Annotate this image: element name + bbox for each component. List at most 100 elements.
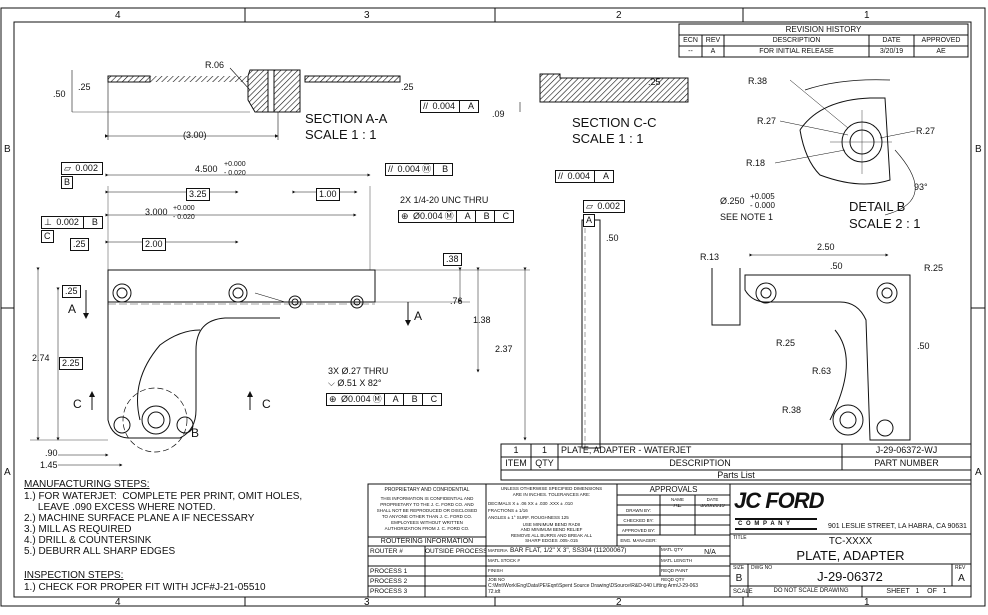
section-c-marker-left: C [73,397,82,411]
detail-b-r27-left: R.27 [757,116,777,126]
dim-100-box: 1.00 [316,185,340,201]
section-aa-title: SECTION A-A [305,111,388,126]
tolerance-line-7: AND MINIMUM BEND RELIEF [520,527,583,532]
finish-label: FINISH [488,568,503,573]
dim-3000: 3.000 [145,207,168,217]
zone-row-b-right: B [975,144,982,155]
right-dim-250: 2.50 [817,242,835,252]
dim-90: .90 [45,448,58,458]
drawn-by-date: 3/20/2019 [700,504,725,509]
rev-approved: AE [936,48,946,55]
holes-note: 3X Ø.27 THRU [328,366,389,376]
parts-number-value: J-29-06372-WJ [875,445,938,455]
company-logo-sub: C O M P A N Y [738,521,792,527]
flatness-fcf: ▱ 0.002 [61,159,103,175]
dim-25: .25 [70,238,89,251]
parts-list-caption: Parts List [717,470,755,480]
detail-b-tol-dn: - 0.000 [750,201,775,210]
right-dim-50b: .50 [917,341,930,351]
outside-process-label: OUTSIDE PROCESS [425,548,486,555]
matl-qty-label: MATL QTY [661,547,684,552]
section-aa-length: (3.00) [183,130,207,140]
proprietary-line-5: EMPLOYEES WITHOUT WRITTEN [391,520,463,525]
position-b-datum: B [442,164,449,174]
rev-header-description: DESCRIPTION [772,37,821,44]
company-logo: JC FORD [734,488,825,513]
dim-200-box: 2.00 [142,235,166,251]
detail-b-tol-up: +0.005 [750,192,775,201]
right-r38: R.38 [782,405,802,415]
detail-b-r18: R.18 [746,158,766,168]
material-label: MATERIAL [488,548,508,553]
thread-note: 2X 1/4-20 UNC THRU [400,195,489,205]
revision-history-title: REVISION HISTORY [785,25,862,34]
sheet-number: SHEET 1 OF 1 [886,588,947,595]
title-line-2: PLATE, ADAPTER [796,548,905,563]
company-address: 901 LESLIE STREET, LA HABRA, CA 90631 [828,523,967,530]
reqd-qty-label: REQD QTY [661,577,685,582]
section-aa-step-right: .25 [401,82,414,92]
csk-note: ⌵ Ø.51 X 82° [328,378,382,388]
section-cc-scale: SCALE 1 : 1 [572,131,644,146]
section-aa-radius: R.06 [205,60,225,70]
zone-row-a-left: A [4,467,11,478]
zone-col-1-top: 1 [864,10,870,21]
matl-qty-value: N/A [704,549,716,556]
zone-col-3-top: 3 [364,10,370,21]
datum-c-text: C [41,230,54,243]
approvals-title: APPROVALS [649,485,698,494]
dim-25-box: .25 [70,235,89,251]
dim-4500-tol-up: +0.000 [224,161,246,168]
rev-date: 3/20/19 [879,48,904,55]
dim-4500-tol-dn: - 0.020 [224,170,246,177]
rev-letter: A [710,48,716,55]
zone-row-b-left: B [4,144,11,155]
perpendicularity-value: 0.002 [56,217,79,227]
right-r63: R.63 [812,366,832,376]
section-cc-title: SECTION C-C [572,115,657,130]
manufacturing-step-5: 5.) DEBURR ALL SHARP EDGES [24,546,176,557]
router-label: ROUTER # [370,548,403,555]
thread-fcf-datum-b: B [483,211,490,221]
detail-b-r27-right: R.27 [916,126,936,136]
process-2-label: PROCESS 2 [370,578,408,585]
zone-col-2-bottom: 2 [616,597,622,608]
title-line-1: TC-XXXX [828,536,873,547]
dim-237: 2.37 [495,344,513,354]
inspection-step-1: 1.) CHECK FOR PROPER FIT WITH JCF#J-21-0… [24,582,266,593]
section-aa-scale: SCALE 1 : 1 [305,127,377,142]
zone-col-3-bottom: 3 [364,597,370,608]
section-a-marker-right: A [414,309,423,323]
holes-fcf-datum-c: C [430,394,438,404]
thread-fcf-datum-a: A [464,211,471,221]
manufacturing-step-2: 2.) MACHINE SURFACE PLANE A IF NECESSARY [24,513,255,524]
parts-header-description: DESCRIPTION [669,458,731,468]
datum-b-label: B [61,173,74,189]
title-label: TITLE [733,535,747,541]
csk-note-text: Ø.51 X 82° [337,378,382,388]
proprietary-line-6: AUTHORIZATION FROM J. C. FORD CO. [384,526,470,531]
detail-b-title: DETAIL B [849,199,906,214]
dim-38-box: .38 [443,250,462,266]
holes-fcf-datum-b: B [411,394,418,404]
side-flatness-value: 0.002 [597,201,620,211]
dim-200: 2.00 [142,238,166,251]
section-aa-thickness: .50 [53,89,66,99]
parts-header-qty: QTY [535,458,554,468]
manufacturing-step-1b: LEAVE .090 EXCESS WHERE NOTED. [24,502,216,513]
tolerance-line-8: REMOVE ALL BURRS AND BREAK ALL [510,533,593,538]
tolerance-line-2: ARE IN INCHES. TOLERANCES ARE: [512,492,591,497]
dim-325: 3.25 [186,188,210,201]
dim-225-box: 2.25 [59,354,83,370]
dim-76: .76 [450,296,463,306]
datum-c-label: C [41,227,54,243]
process-3-label: PROCESS 3 [370,588,408,595]
parts-item-value: 1 [513,445,519,455]
rev-value: A [958,573,965,584]
section-cc-offset: .09 [492,109,505,119]
eng-manager-label: ENG. MANAGER: [620,538,657,543]
